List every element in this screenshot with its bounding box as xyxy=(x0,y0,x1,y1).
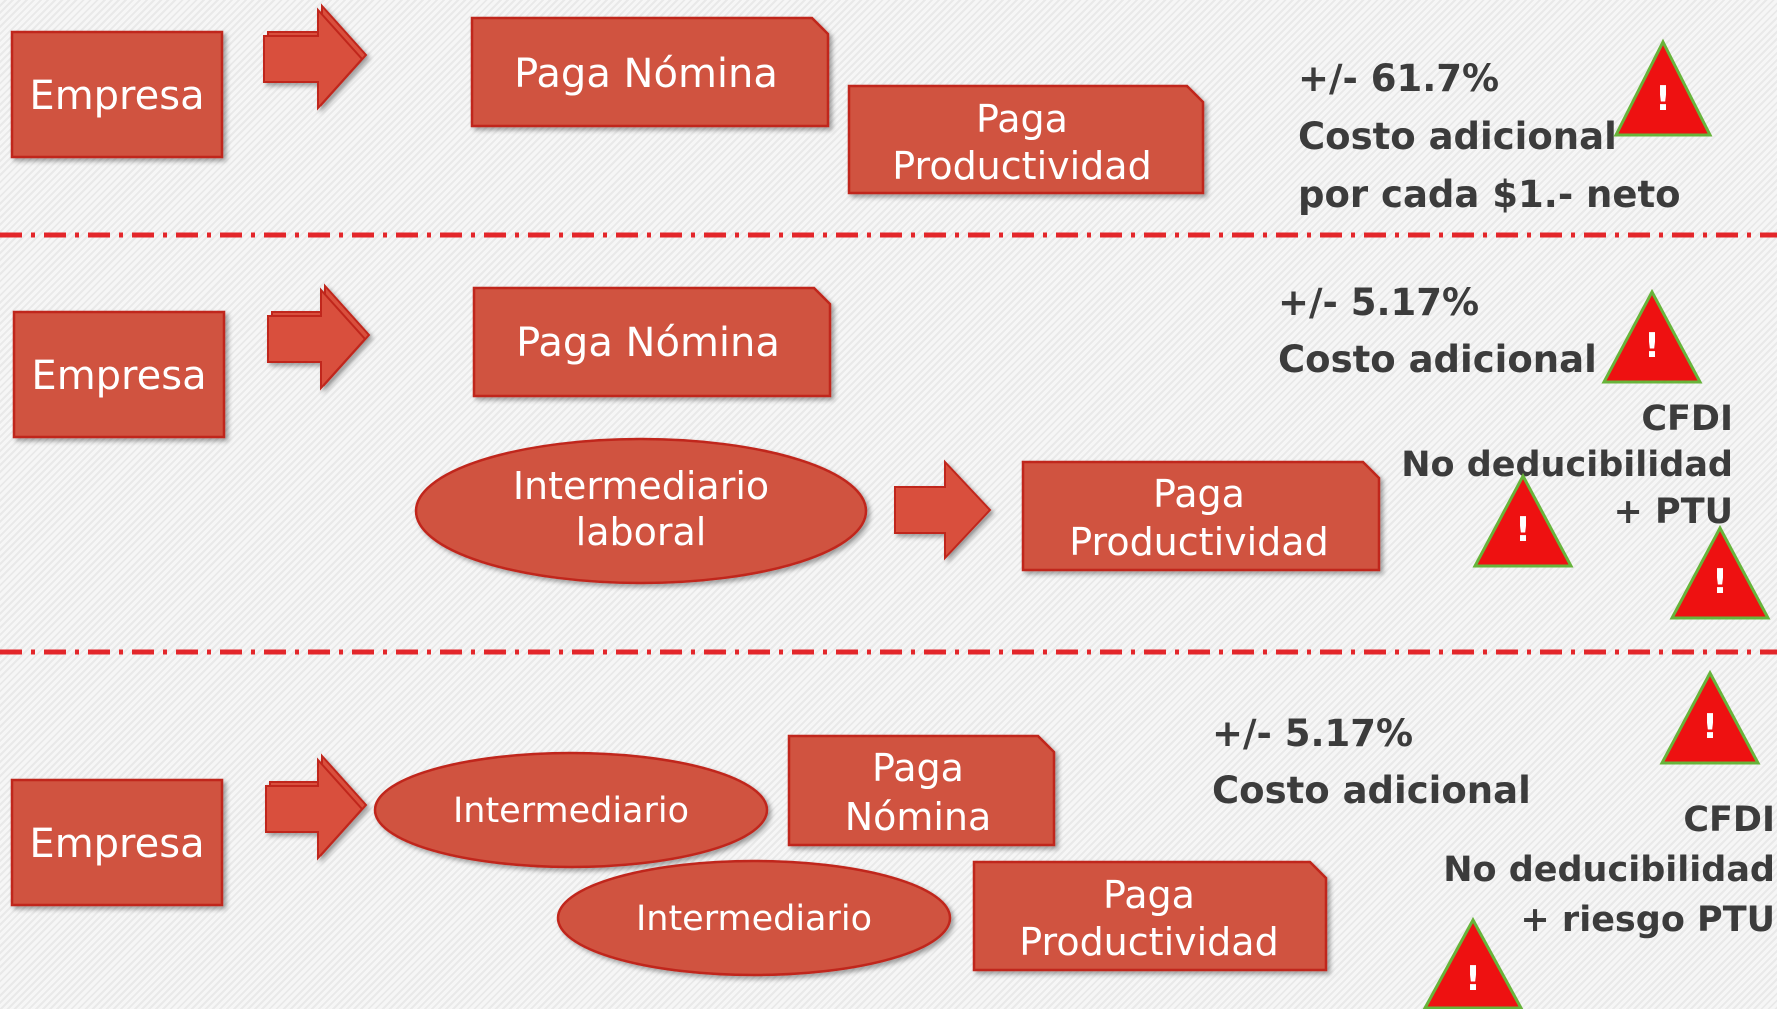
productivity-label-line1: Paga xyxy=(976,97,1068,141)
warning-mark: ! xyxy=(1702,707,1718,747)
cost-note: por cada $1.- neto xyxy=(1298,173,1681,216)
right-arrow xyxy=(263,3,368,111)
warning-icon: ! xyxy=(1601,288,1703,384)
productivity-box: Paga Productividad xyxy=(847,84,1205,195)
cost-percentage: +/- 61.7% xyxy=(1298,57,1499,100)
warning-mark: ! xyxy=(1644,326,1660,366)
risk-cfdi: CFDI xyxy=(1683,800,1775,840)
section-1: Empresa Paga Nómina Paga Productividad +… xyxy=(10,3,1713,216)
intermediary-label-line2: laboral xyxy=(576,510,707,554)
intermediary-label: Intermediario xyxy=(453,791,689,831)
cost-percentage: +/- 5.17% xyxy=(1278,281,1479,324)
risk-ptu: + PTU xyxy=(1614,492,1733,532)
section-2: Empresa Paga Nómina Intermediario labora… xyxy=(12,281,1771,620)
intermediary-label: Intermediario xyxy=(636,899,872,939)
intermediary-label-line1: Intermediario xyxy=(513,464,769,508)
company-label: Empresa xyxy=(29,821,204,867)
intermediary-ellipse: Intermediario xyxy=(373,751,769,869)
cost-label: Costo adicional xyxy=(1212,769,1531,812)
payroll-box: Paga Nómina xyxy=(472,286,832,398)
warning-icon: ! xyxy=(1669,524,1771,620)
payroll-label: Paga Nómina xyxy=(514,51,778,97)
warning-icon: ! xyxy=(1472,472,1574,568)
right-arrow xyxy=(894,459,992,561)
warning-icon: ! xyxy=(1422,916,1524,1009)
intermediary-ellipse: Intermediario laboral xyxy=(414,437,868,585)
company-box: Empresa xyxy=(12,310,226,439)
payroll-label-line1: Paga xyxy=(872,746,964,790)
company-label: Empresa xyxy=(29,73,204,119)
risk-cfdi: CFDI xyxy=(1641,399,1733,439)
company-box: Empresa xyxy=(10,778,224,907)
payroll-label: Paga Nómina xyxy=(516,320,780,366)
productivity-label-line2: Productividad xyxy=(1019,920,1278,964)
productivity-label-line2: Productividad xyxy=(892,144,1151,188)
warning-icon: ! xyxy=(1659,669,1761,765)
risk-ptu: + riesgo PTU xyxy=(1520,900,1775,940)
warning-mark: ! xyxy=(1515,510,1531,550)
productivity-label-line1: Paga xyxy=(1103,873,1195,917)
intermediary-ellipse: Intermediario xyxy=(556,859,952,977)
warning-icon: ! xyxy=(1613,38,1713,137)
cost-percentage: +/- 5.17% xyxy=(1212,712,1413,755)
risk-deductibility: No deducibilidad xyxy=(1443,850,1775,890)
warning-mark: ! xyxy=(1712,562,1728,602)
productivity-label-line1: Paga xyxy=(1153,472,1245,516)
cost-label: Costo adicional xyxy=(1298,115,1617,158)
risk-deductibility: No deducibilidad xyxy=(1401,445,1733,485)
company-label: Empresa xyxy=(31,353,206,399)
payroll-label-line2: Nómina xyxy=(845,795,992,839)
right-arrow xyxy=(267,283,371,391)
productivity-label-line2: Productividad xyxy=(1069,520,1328,564)
cost-label: Costo adicional xyxy=(1278,338,1597,381)
payroll-box: Paga Nómina xyxy=(787,734,1056,847)
payroll-box: Paga Nómina xyxy=(470,16,830,128)
productivity-box: Paga Productividad xyxy=(972,860,1328,972)
warning-mark: ! xyxy=(1465,959,1481,999)
warning-mark: ! xyxy=(1655,79,1671,119)
section-3: Empresa Intermediario Paga Nómina Interm… xyxy=(10,669,1775,1009)
productivity-box: Paga Productividad xyxy=(1021,460,1381,572)
company-box: Empresa xyxy=(10,30,224,159)
right-arrow xyxy=(265,753,368,861)
